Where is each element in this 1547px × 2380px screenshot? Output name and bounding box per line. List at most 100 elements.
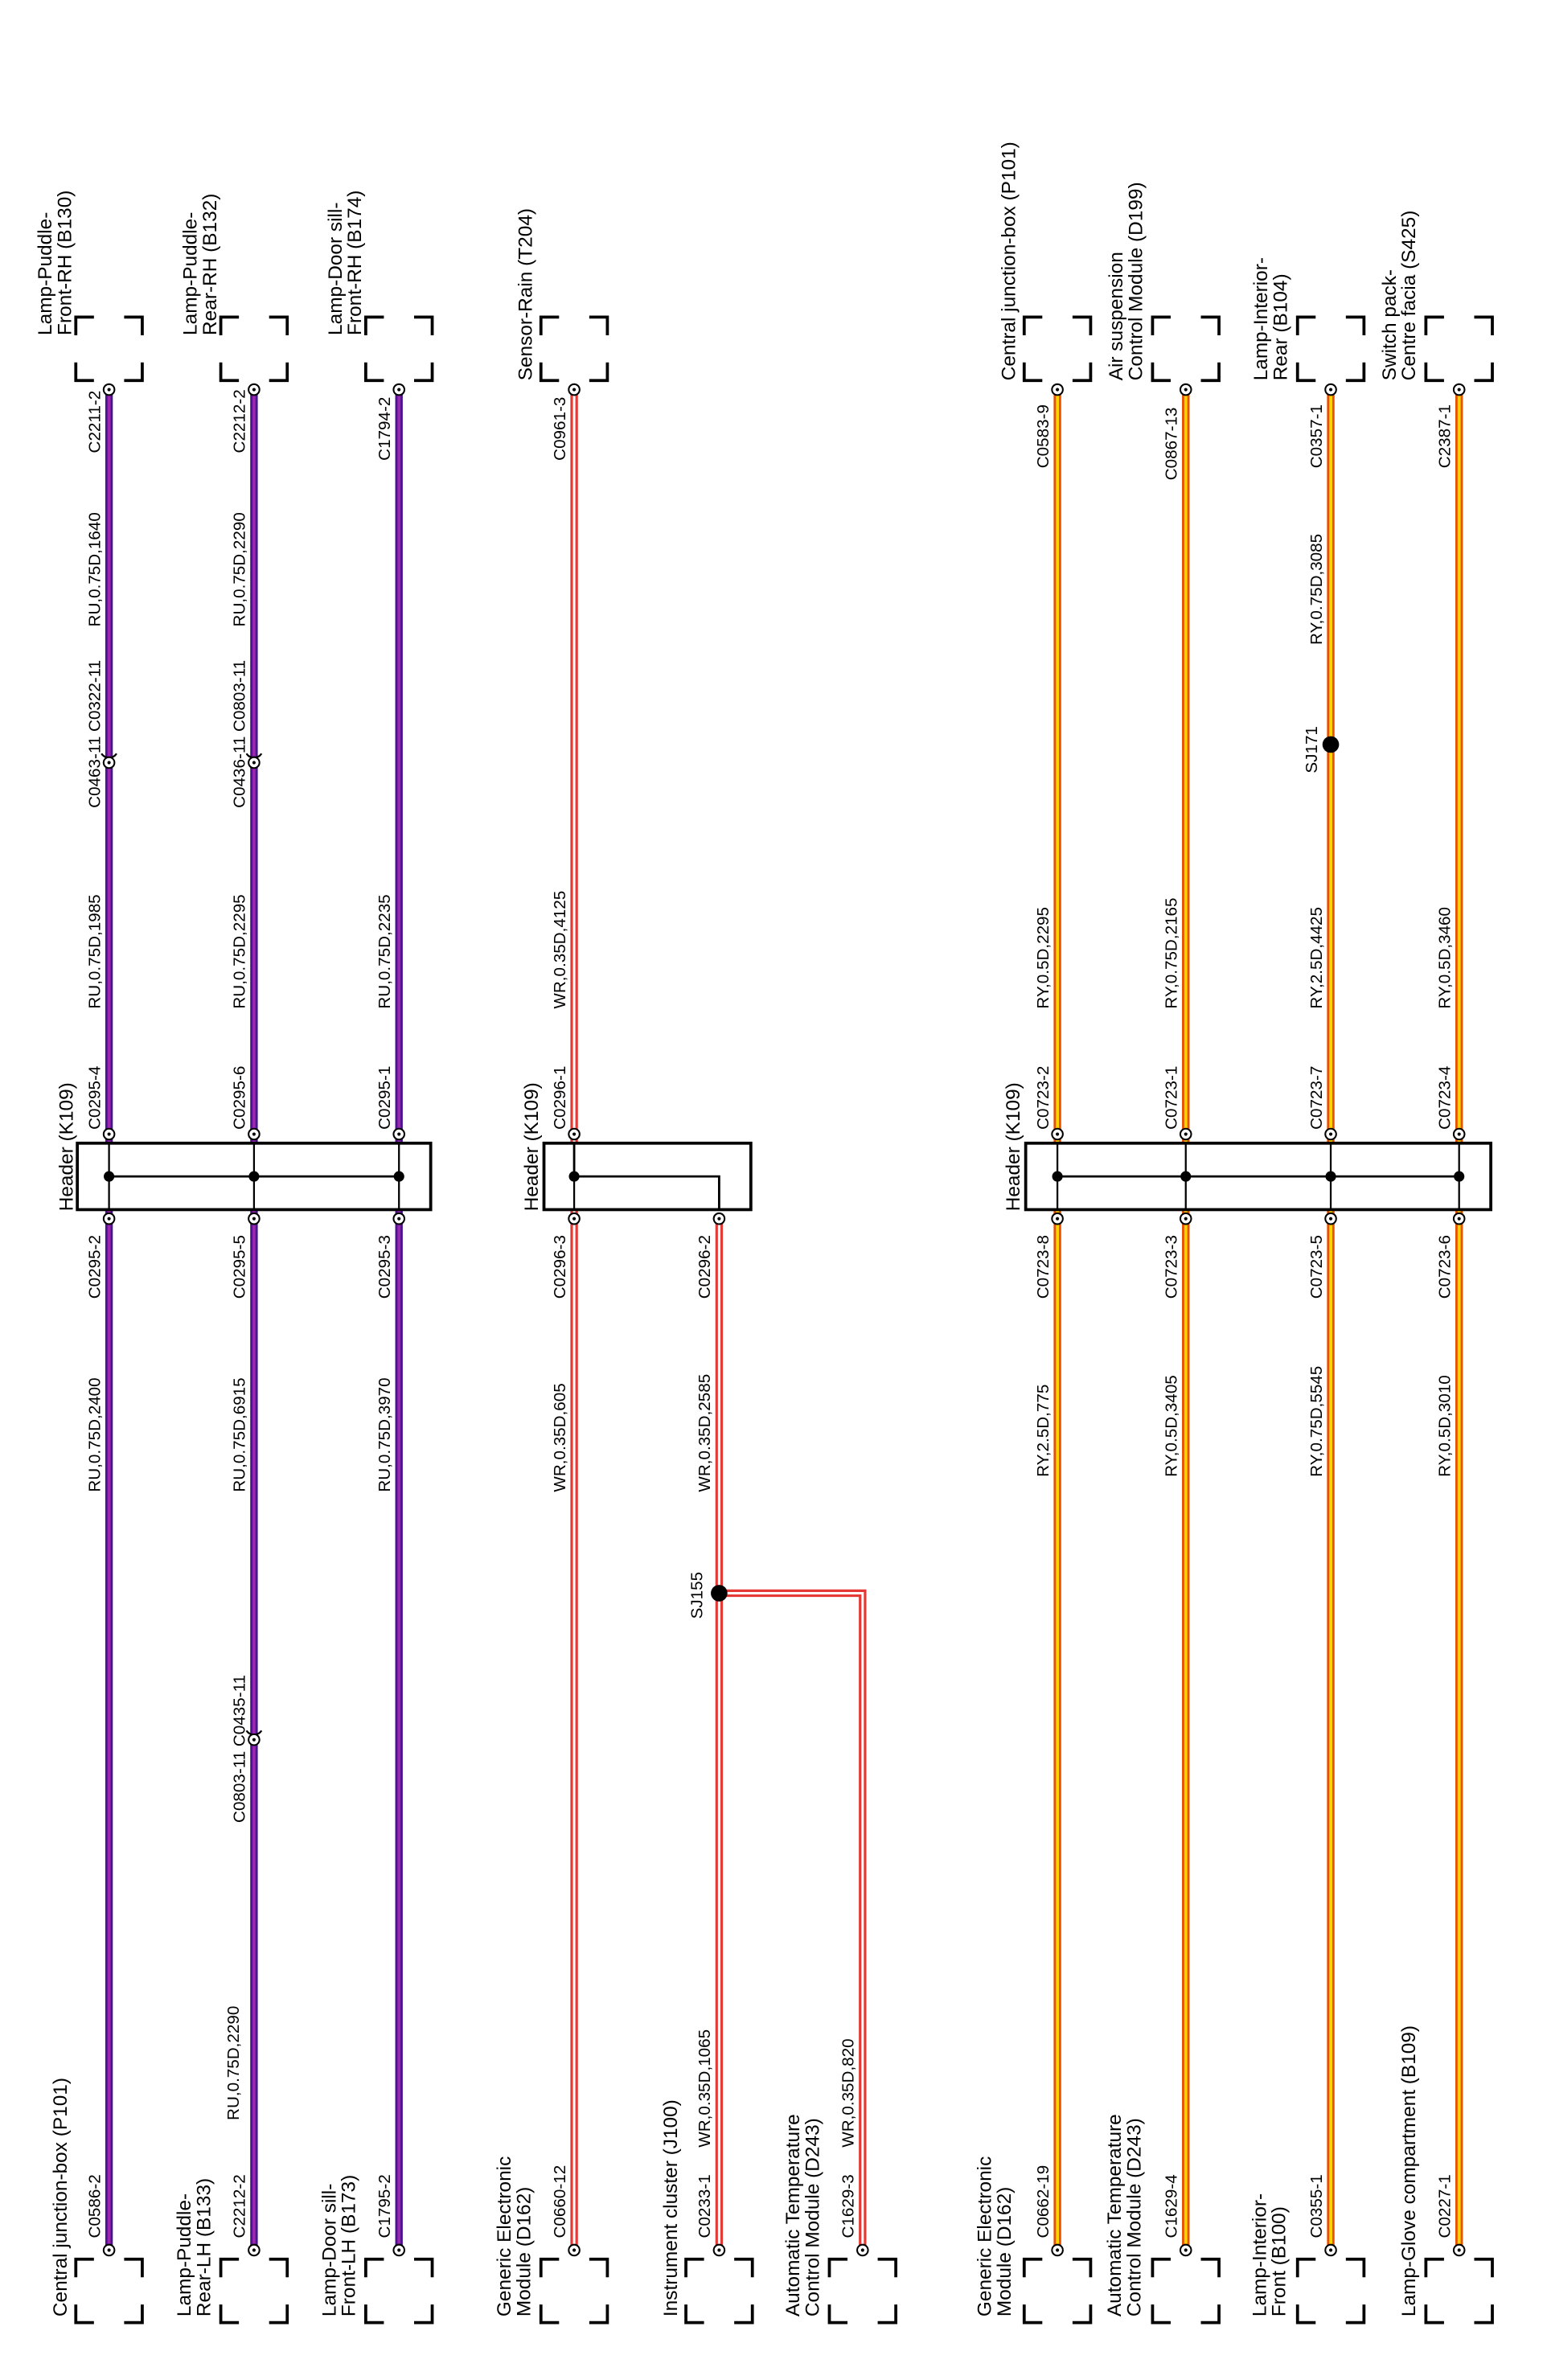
wire-label: RY,0.5D,2295	[1034, 907, 1053, 1009]
pin-circle-icon	[392, 383, 406, 396]
connector-bracket-icon	[1424, 2257, 1494, 2325]
pin-label: C0723-7	[1307, 1066, 1326, 1130]
component-label: Sensor-Rain (T204)	[515, 208, 536, 380]
wire-label: RY,2.5D,775	[1034, 1385, 1053, 1477]
connector-bracket-icon	[1151, 2257, 1221, 2325]
wire-label: RU,0.75D,2295	[231, 894, 249, 1008]
component-label: Lamp-Puddle- Rear-RH (B132)	[180, 194, 221, 335]
pin-label: C0723-5	[1307, 1235, 1326, 1299]
splice-dot-icon	[711, 1585, 728, 1602]
pin-circle-icon	[568, 2243, 581, 2257]
headers	[76, 1141, 1493, 1212]
wire-label: WR,0.35D,605	[551, 1383, 569, 1492]
pin-label: C0357-1	[1307, 404, 1326, 468]
connector-bracket-icon	[1022, 2257, 1093, 2325]
pin-label: C0660-12	[551, 2165, 569, 2238]
wire-label: WR,0.35D,820	[839, 2038, 858, 2147]
wire-label: WR,0.35D,4125	[551, 891, 569, 1009]
component-label: Lamp-Interior- Front (B100)	[1249, 2188, 1290, 2316]
inline-connector-icon	[245, 1730, 263, 1746]
pin-circle-icon	[102, 1212, 116, 1225]
connector-bracket-icon	[1295, 2257, 1366, 2325]
pin-circle-icon	[712, 2243, 726, 2257]
wire-label: RU,0.75D,2400	[85, 1377, 104, 1492]
wire-label: RY,0.5D,3010	[1435, 1375, 1454, 1477]
splice-layer	[711, 736, 1340, 1602]
pin-circle-icon	[1051, 2243, 1064, 2257]
inline-connector-icon	[245, 753, 263, 769]
connector-bracket-icon	[684, 2257, 754, 2325]
pin-label: C0723-4	[1435, 1066, 1454, 1130]
component-label: Lamp-Puddle- Front-RH (B130)	[35, 191, 76, 335]
connector-bracket-icon	[364, 2257, 434, 2325]
wire-label: RU,0.75D,1640	[85, 512, 104, 626]
pin-circle-icon	[1179, 2243, 1192, 2257]
header-title-g1: Header (K109)	[56, 1082, 78, 1211]
pin-circle-icon	[392, 1212, 406, 1225]
pin-label: C0233-1	[696, 2174, 714, 2238]
inline-connector-icon	[101, 753, 117, 769]
connector-bracket-icon	[1424, 315, 1494, 383]
pin-label: C0723-3	[1162, 1235, 1180, 1299]
component-label: Generic Electronic Module (D162)	[974, 2151, 1015, 2316]
pin-label: C0583-9	[1034, 404, 1053, 468]
pin-circle-icon	[1179, 1127, 1192, 1141]
pin-circle-icon	[1179, 383, 1192, 396]
pin-circle-icon	[248, 1212, 261, 1225]
pin-circle-icon	[1051, 1212, 1064, 1225]
connector-bracket-icon	[74, 315, 144, 383]
pin-circle-icon	[102, 383, 116, 396]
pin-label: C1794-2	[375, 397, 394, 461]
pin-label: C0436-11 C0803-11	[231, 660, 249, 808]
pin-circle-icon	[568, 1212, 581, 1225]
component-label: Lamp-Interior- Rear (B104)	[1250, 252, 1291, 380]
pin-circle-icon	[712, 1212, 726, 1225]
connector-bracket-icon	[1022, 315, 1093, 383]
connector-bracket-icon	[827, 2257, 898, 2325]
component-label: Instrument cluster (J100)	[660, 2099, 682, 2316]
header-box-g1	[76, 1141, 433, 1212]
pin-circle-icon	[1452, 383, 1466, 396]
wire-label: RU,0.75D,1985	[85, 894, 104, 1008]
pin-label: C1795-2	[375, 2174, 394, 2238]
pin-label: C0723-6	[1435, 1235, 1454, 1299]
pin-label: C0295-5	[231, 1235, 249, 1299]
component-label: Central junction-box (P101)	[999, 142, 1020, 380]
pin-label: C0296-1	[551, 1066, 569, 1130]
pin-label: C0295-3	[375, 1235, 394, 1299]
wires	[105, 389, 1463, 2251]
wire-label: RU,0.75D,2235	[375, 894, 394, 1008]
component-label: Lamp-Door sill- Front-LH (B173)	[318, 2175, 359, 2316]
pin-circle-icon	[1324, 1127, 1337, 1141]
pin-circle-icon	[856, 2243, 869, 2257]
pin-circle-icon	[1324, 2243, 1337, 2257]
pin-circle-icon	[392, 2243, 406, 2257]
pin-label: C2212-2	[231, 389, 249, 453]
component-label: Air suspension Control Module (D199)	[1106, 182, 1147, 380]
pin-label: C0227-1	[1435, 2174, 1454, 2238]
pin-circle-icon	[568, 1127, 581, 1141]
pin-label: C2387-1	[1435, 404, 1454, 468]
pin-label: C2212-2	[231, 2174, 249, 2238]
pin-label: C1629-4	[1162, 2174, 1180, 2238]
wire-label: WR,0.35D,2585	[696, 1374, 714, 1492]
wire-label: WR,0.35D,1065	[696, 2029, 714, 2148]
pin-label: C0296-3	[551, 1235, 569, 1299]
connector-bracket-icon	[1151, 315, 1221, 383]
wire-label: RU,0.75D,2290	[231, 512, 249, 626]
connector-bracket-icon	[219, 2257, 289, 2325]
connector-bracket-icon	[539, 315, 609, 383]
header-box-g3	[1024, 1141, 1493, 1212]
pin-label: C0662-19	[1034, 2165, 1053, 2238]
pin-label: C0355-1	[1307, 2174, 1326, 2238]
splice-dot-icon	[1322, 736, 1340, 753]
connector-bracket-icon	[364, 315, 434, 383]
pin-circle-icon	[1452, 2243, 1466, 2257]
header-box-g2	[542, 1141, 753, 1212]
splice-label-sj171: SJ171	[1303, 726, 1321, 774]
wire-label: RY,0.5D,3460	[1435, 907, 1454, 1009]
pin-label: C0803-11 C0435-11	[231, 1675, 249, 1823]
splice-label-sj155: SJ155	[688, 1572, 707, 1619]
pin-label: C0723-1	[1162, 1066, 1180, 1130]
